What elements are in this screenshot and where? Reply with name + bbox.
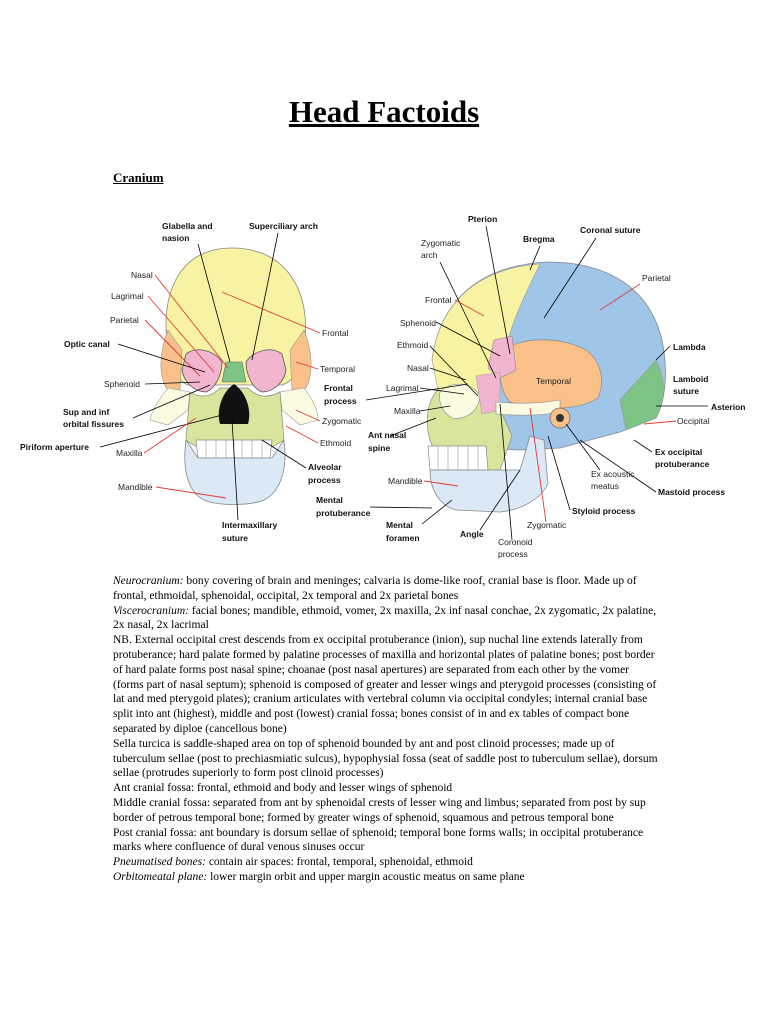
side-label-ethmoid: Ethmoid [397, 340, 428, 350]
side-label-parietal: Parietal [642, 273, 671, 283]
front-label-piriform: Piriform aperture [20, 442, 89, 452]
note-orbitomeatal-plane: Orbitomeatal plane: lower margin orbit a… [113, 870, 658, 885]
side-label-frontal: Frontal [425, 295, 452, 305]
note-term: Viscerocranium: [113, 604, 190, 617]
side-label-frontal-process: Frontal [324, 383, 353, 393]
side-label-lagrimal: Lagrimal [386, 383, 419, 393]
front-label-glabella: Glabella and [162, 221, 213, 231]
side-label-bregma: Bregma [523, 234, 555, 244]
front-label-sup-inf: Sup and inf [63, 407, 109, 417]
side-label-ex-acoustic: Ex acoustic [591, 469, 635, 479]
side-label-frontal-process-2: process [324, 396, 357, 406]
front-label-frontal: Frontal [322, 328, 349, 338]
note-nb: NB. External occipital crest descends fr… [113, 634, 657, 735]
side-label-asterion: Asterion [711, 402, 745, 412]
side-label-maxilla: Maxilla [394, 406, 421, 416]
front-label-suture: suture [222, 533, 248, 543]
side-label-nasal: Nasal [407, 363, 429, 373]
front-label-superciliary: Superciliary arch [249, 221, 318, 231]
front-label-alveolar-2: process [308, 475, 341, 485]
front-label-nasal: Nasal [131, 270, 153, 280]
side-label-mental-foramen-2: foramen [386, 533, 420, 543]
note-viscerocranium: Viscerocranium: facial bones; mandible, … [113, 604, 658, 634]
side-label-angle: Angle [460, 529, 484, 539]
note-term: Orbitomeatal plane: [113, 870, 208, 883]
side-label-ex-occipital-2: protuberance [655, 459, 710, 469]
skull-front-view: Glabella and nasion Superciliary arch Na… [20, 221, 362, 543]
note-text: lower margin orbit and upper margin acou… [207, 870, 525, 883]
side-label-spine: spine [368, 443, 390, 453]
front-label-parietal: Parietal [110, 315, 139, 325]
front-label-optic-canal: Optic canal [64, 339, 110, 349]
section-heading: Cranium [113, 170, 164, 185]
front-label-lagrimal: Lagrimal [111, 291, 144, 301]
side-label-lamboid: Lamboid [673, 374, 708, 384]
side-label-ex-occipital: Ex occipital [655, 447, 702, 457]
front-label-sphenoid: Sphenoid [104, 379, 140, 389]
side-label-lamboid-2: suture [673, 386, 699, 396]
side-label-mental-protuberance: Mental [316, 495, 343, 505]
side-label-lambda: Lambda [673, 342, 706, 352]
notes-body: Neurocranium: bony covering of brain and… [113, 574, 658, 885]
side-label-ant-nasal: Ant nasal [368, 430, 406, 440]
front-label-intermaxillary: Intermaxillary [222, 520, 278, 530]
side-label-occipital: Occipital [677, 416, 710, 426]
side-label-mental-foramen: Mental [386, 520, 413, 530]
front-label-zygomatic: Zygomatic [322, 416, 362, 426]
front-label-ethmoid: Ethmoid [320, 438, 351, 448]
page-title: Head Factoids [288, 94, 480, 129]
note-post-cranial-fossa: Post cranial fossa: ant boundary is dors… [113, 826, 644, 854]
front-label-maxilla: Maxilla [116, 448, 143, 458]
note-term: Neurocranium: [113, 575, 184, 587]
side-label-pterion: Pterion [468, 214, 497, 224]
side-label-coronal-suture: Coronal suture [580, 225, 641, 235]
side-label-zygomatic: Zygomatic [527, 520, 567, 530]
side-label-mandible: Mandible [388, 476, 423, 486]
note-term: Pneumatised bones: [113, 856, 206, 869]
note-pneumatised-bones: Pneumatised bones: contain air spaces: f… [113, 855, 658, 870]
note-text: contain air spaces: frontal, temporal, s… [205, 856, 473, 869]
front-label-mandible: Mandible [118, 482, 153, 492]
skull-figures: Glabella and nasion Superciliary arch Na… [20, 214, 745, 559]
note-text: facial bones; mandible, ethmoid, vomer, … [113, 604, 657, 632]
front-label-alveolar: Alveolar [308, 462, 342, 472]
side-label-mastoid: Mastoid process [658, 487, 725, 497]
side-label-coronoid: Coronoid [498, 537, 533, 547]
side-label-mental-protuberance-2: protuberance [316, 508, 371, 518]
note-ant-cranial-fossa: Ant cranial fossa: frontal, ethmoid and … [113, 782, 453, 795]
front-label-orbital-fissures: orbital fissures [63, 419, 124, 429]
front-label-glabella-2: nasion [162, 233, 189, 243]
skull-side-view: Pterion Zygomatic arch Bregma Coronal su… [316, 214, 745, 559]
side-label-sphenoid: Sphenoid [400, 318, 436, 328]
side-label-temporal: Temporal [536, 376, 571, 386]
note-sella-turcica: Sella turcica is saddle-shaped area on t… [113, 737, 658, 780]
note-middle-cranial-fossa: Middle cranial fossa: separated from ant… [113, 796, 646, 824]
front-label-temporal: Temporal [320, 364, 355, 374]
side-label-styloid: Styloid process [572, 506, 636, 516]
side-label-meatus: meatus [591, 481, 619, 491]
note-neurocranium: Neurocranium: bony covering of brain and… [113, 574, 658, 604]
side-label-zygomatic-arch-2: arch [421, 250, 438, 260]
note-text: bony covering of brain and meninges; cal… [113, 575, 637, 602]
side-label-zygomatic-arch: Zygomatic [421, 238, 461, 248]
side-label-coronoid-2: process [498, 549, 528, 559]
